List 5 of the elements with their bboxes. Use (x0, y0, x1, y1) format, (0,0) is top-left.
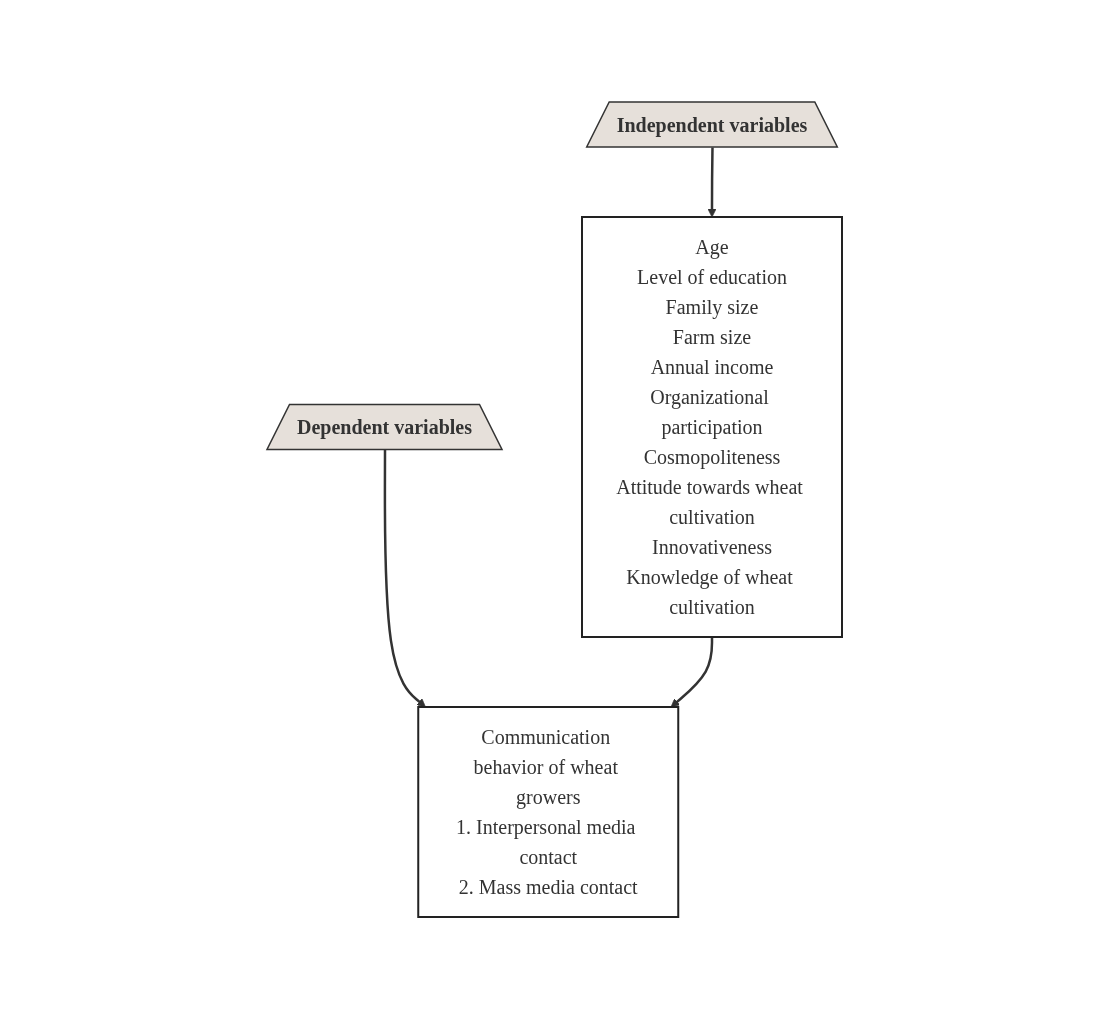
node-box: Communication behavior of wheat growers 1. Interpersonal media contact 2. Mass media contact (417, 705, 680, 918)
arrow (383, 449, 426, 707)
node-box: Age Level of education Family size Farm size Annual income Organizational participation Cosmopoliteness Attitude towards wheat cultivation Innovativeness Knowledge of wheat cultivation (581, 215, 843, 638)
arrow (670, 636, 714, 707)
arrow (707, 147, 717, 217)
